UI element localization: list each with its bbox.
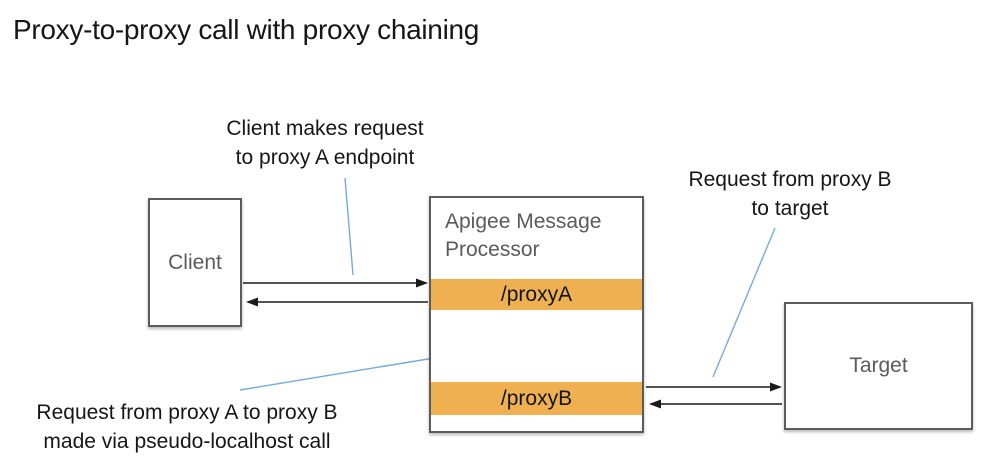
client-node: Client	[148, 198, 242, 327]
annotation-pseudo-localhost: Request from proxy A to proxy B made via…	[6, 398, 368, 456]
processor-node: Apigee Message Processor /proxyA /proxyB	[429, 196, 644, 433]
annotation-line: made via pseudo-localhost call	[43, 430, 331, 453]
target-label: Target	[849, 354, 908, 377]
annotation-line: Request from proxy B	[688, 168, 892, 191]
annotation-line: Request from proxy A to proxy B	[36, 401, 338, 424]
annotation-client-request: Client makes request to proxy A endpoint	[165, 114, 485, 172]
endpoint-proxyb-bar: /proxyB	[431, 382, 642, 415]
annotation-line: to target	[751, 197, 829, 220]
leader-line-client-request	[344, 177, 354, 276]
target-node: Target	[784, 302, 973, 430]
endpoint-proxya-bar: /proxyA	[431, 279, 642, 310]
endpoint-proxya-label: /proxyA	[500, 282, 573, 306]
client-label: Client	[168, 250, 222, 274]
annotation-proxyb-to-target: Request from proxy B to target	[630, 165, 950, 223]
processor-label: Apigee Message Processor	[445, 210, 602, 261]
annotation-line: to proxy A endpoint	[235, 146, 415, 169]
annotation-line: Client makes request	[226, 117, 424, 140]
leader-line-proxyb-to-target	[712, 227, 776, 378]
endpoint-proxyb-label: /proxyB	[500, 386, 573, 410]
page-title: Proxy-to-proxy call with proxy chaining	[13, 14, 480, 45]
